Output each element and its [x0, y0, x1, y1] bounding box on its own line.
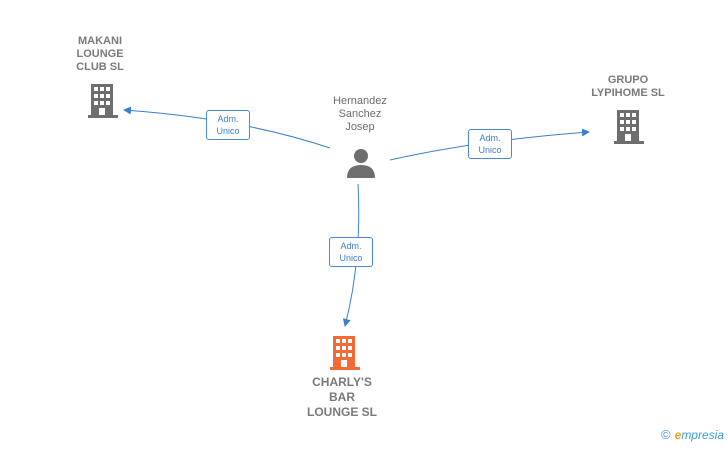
- node-label-grupo[interactable]: GRUPO LYPIHOME SL: [591, 74, 665, 99]
- brand-logo: empresia: [674, 427, 724, 442]
- footer-brand: © empresia: [661, 427, 724, 442]
- copyright-icon: ©: [661, 427, 671, 442]
- edge-label-grupo: Adm. Unico: [468, 129, 512, 159]
- node-label-makani[interactable]: MAKANI LOUNGE CLUB SL: [76, 35, 124, 73]
- building-icon: [614, 110, 644, 144]
- node-label-person[interactable]: Hernandez Sanchez Josep: [333, 95, 387, 133]
- node-label-charlys[interactable]: CHARLY'S BAR LOUNGE SL: [306, 375, 377, 419]
- edge-label-makani: Adm. Unico: [206, 110, 250, 140]
- building-icon: [330, 336, 360, 370]
- building-icon: [88, 84, 118, 118]
- person-icon: [347, 149, 375, 178]
- edge-label-charlys: Adm. Unico: [329, 237, 373, 267]
